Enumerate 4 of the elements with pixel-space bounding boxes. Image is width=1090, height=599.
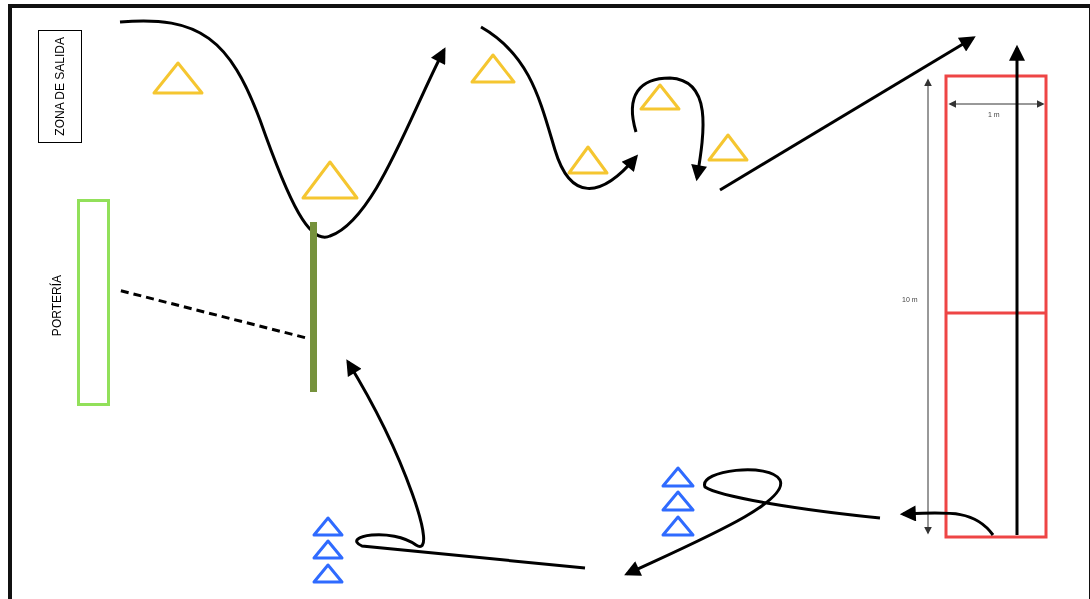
wall-bar bbox=[310, 222, 317, 392]
goal-label: PORTERÍA bbox=[50, 275, 64, 337]
dashed-line bbox=[119, 289, 306, 340]
zone-box: ZONA DE SALIDA bbox=[38, 30, 82, 143]
